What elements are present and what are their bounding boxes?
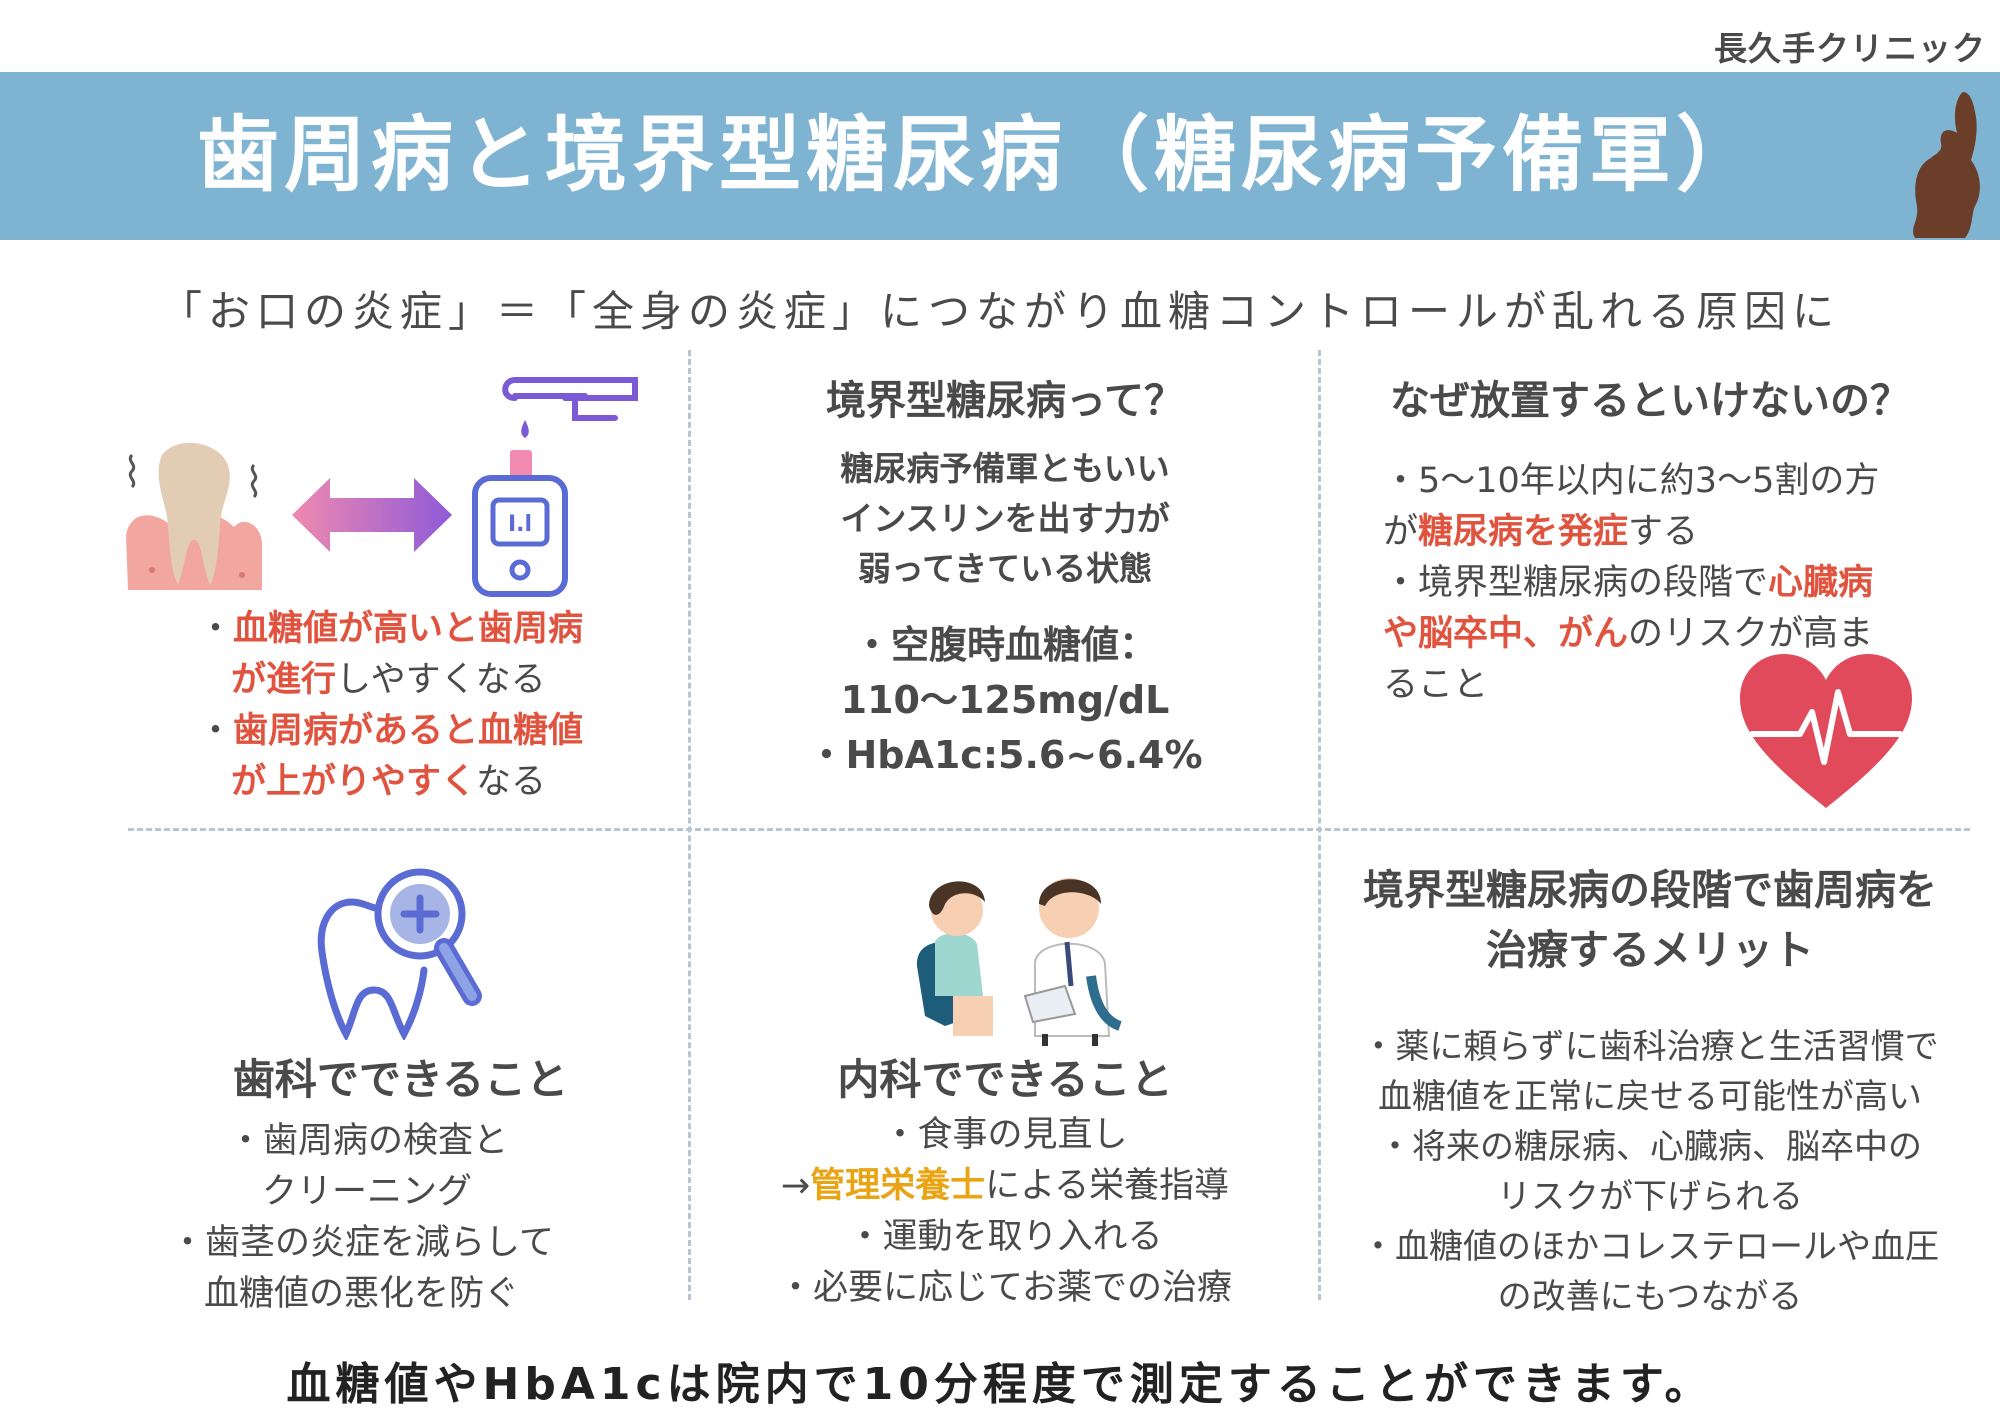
panel6-heading: 境界型糖尿病の段階で歯周病を 治療するメリット (1330, 860, 1970, 980)
panel4-line-3: ・歯茎の炎症を減らして (170, 1223, 554, 1263)
grid-divider-horizontal (128, 828, 1970, 831)
panel2-heading: 境界型糖尿病って？ (826, 378, 1184, 424)
panel6-heading-2: 治療するメリット (1486, 926, 1814, 974)
panel1-b1-rest: しやすくなる (336, 660, 546, 700)
panel3-line-2-red: 糖尿病を発症 (1418, 512, 1629, 552)
panel4-body: ・歯周病の検査と クリーニング ・歯茎の炎症を減らして 血糖値の悪化を防ぐ (170, 1116, 670, 1320)
panel4-line-2: クリーニング (262, 1172, 473, 1212)
panel5-heading: 内科でできること (837, 1055, 1173, 1104)
panel6-line-6: の改善にもつながる (1497, 1277, 1803, 1317)
rabbit-silhouette (1913, 92, 1980, 238)
footer-note: 血糖値やHbA1cは院内で10分程度で測定することができます。 (286, 1359, 1714, 1410)
panel3-line-1: ・5〜10年以内に約3〜5割の方 (1383, 461, 1880, 501)
page-title: 歯周病と境界型糖尿病（糖尿病予備軍） (196, 108, 1763, 203)
panel1-b2-red2: が上がりやすく (231, 762, 477, 802)
panel3-heading: なぜ放置するといけないの？ (1390, 378, 1910, 424)
panel3-line-4b: のリスクが高ま (1628, 614, 1874, 654)
panel5-line-2a: → (780, 1166, 811, 1206)
panel5-body: ・食事の見直し →管理栄養士による栄養指導 ・運動を取り入れる ・必要に応じてお… (700, 1110, 1310, 1314)
tooth-magnifier-icon (317, 868, 482, 1040)
panel5-line-2b: による栄養指導 (985, 1166, 1230, 1206)
panel4-line-1: ・歯周病の検査と (228, 1121, 509, 1161)
grid-divider-vertical-1 (688, 350, 691, 1300)
clinic-name: 長久手クリニック (1714, 29, 1986, 68)
panel5-line-1: ・食事の見直し (882, 1115, 1128, 1155)
panel3-line-4-red: や脳卒中、がん (1383, 614, 1629, 654)
panel4-line-4: 血糖値の悪化を防ぐ (204, 1274, 520, 1314)
panel1-b2-rest: なる (476, 762, 547, 802)
panel2-metric-1: ・空腹時血糖値： (852, 623, 1157, 667)
panel6-body: ・薬に頼らずに歯科治療と生活習慣で 血糖値を正常に戻せる可能性が高い ・将来の糖… (1330, 1022, 1970, 1322)
panel3-body: ・5〜10年以内に約3〜5割の方 が糖尿病を発症する ・境界型糖尿病の段階で心臓… (1383, 456, 1943, 711)
panel2-metric-3: ・HbA1c:5.6~6.4% (807, 733, 1203, 777)
panel6-line-3: ・将来の糖尿病、心臓病、脳卒中の (1378, 1127, 1922, 1167)
panel3-line-3a: ・境界型糖尿病の段階で (1383, 563, 1769, 603)
panel2-desc-2: インスリンを出す力が (840, 499, 1170, 538)
panel5-line-2-orange: 管理栄養士 (810, 1166, 986, 1206)
panel1-b1-red2: が進行 (231, 660, 337, 700)
panel2-desc-3: 弱ってきている状態 (857, 549, 1153, 588)
tooth-inflamed-icon (126, 442, 262, 590)
doctor-patient-illustration (916, 878, 1122, 1046)
panel6-line-2: 血糖値を正常に戻せる可能性が高い (1378, 1077, 1922, 1117)
title-banner (0, 72, 2000, 240)
panel2-metrics: ・空腹時血糖値： 110〜125mg/dL ・HbA1c:5.6~6.4% (700, 618, 1310, 783)
panel3-line-2a: が (1383, 512, 1419, 552)
panel2-description: 糖尿病予備軍ともいい インスリンを出す力が 弱ってきている状態 (700, 444, 1310, 594)
panel6-line-4: リスクが下げられる (1497, 1177, 1803, 1217)
panel3-line-3-red: 心臓病 (1768, 563, 1874, 603)
panel6-line-5: ・血糖値のほかコレステロールや血圧 (1361, 1227, 1939, 1267)
panel3-line-2b: する (1628, 512, 1699, 552)
double-arrow-icon (292, 478, 452, 552)
panel1-b1-red: 血糖値が高いと歯周病 (233, 609, 584, 649)
panel3-line-5: ること (1383, 665, 1489, 705)
panel2-desc-1: 糖尿病予備軍ともいい (840, 449, 1170, 488)
panel6-heading-1: 境界型糖尿病の段階で歯周病を (1363, 866, 1937, 914)
svg-text:I.l: I.l (508, 512, 532, 537)
heart-pulse-icon (1740, 654, 1912, 808)
grid-divider-vertical-2 (1318, 350, 1321, 1300)
panel6-line-1: ・薬に頼らずに歯科治療と生活習慣で (1361, 1027, 1939, 1067)
glucose-meter-icon: I.l (472, 377, 638, 597)
panel1-bullet-2: ・歯周病があると血糖値 が上がりやすくなる (198, 711, 584, 802)
panel1-bullet-1: ・血糖値が高いと歯周病 が進行しやすくなる (198, 609, 584, 700)
panel5-line-3: ・運動を取り入れる (847, 1217, 1163, 1257)
panel5-line-4: ・必要に応じてお薬での治療 (778, 1268, 1232, 1308)
panel2-metric-2: 110〜125mg/dL (840, 678, 1170, 722)
panel4-heading: 歯科でできること (232, 1055, 569, 1104)
panel1-b2-red: 歯周病があると血糖値 (233, 711, 584, 751)
subtitle: 「お口の炎症」＝「全身の炎症」につながり血糖コントロールが乱れる原因に (159, 287, 1840, 336)
